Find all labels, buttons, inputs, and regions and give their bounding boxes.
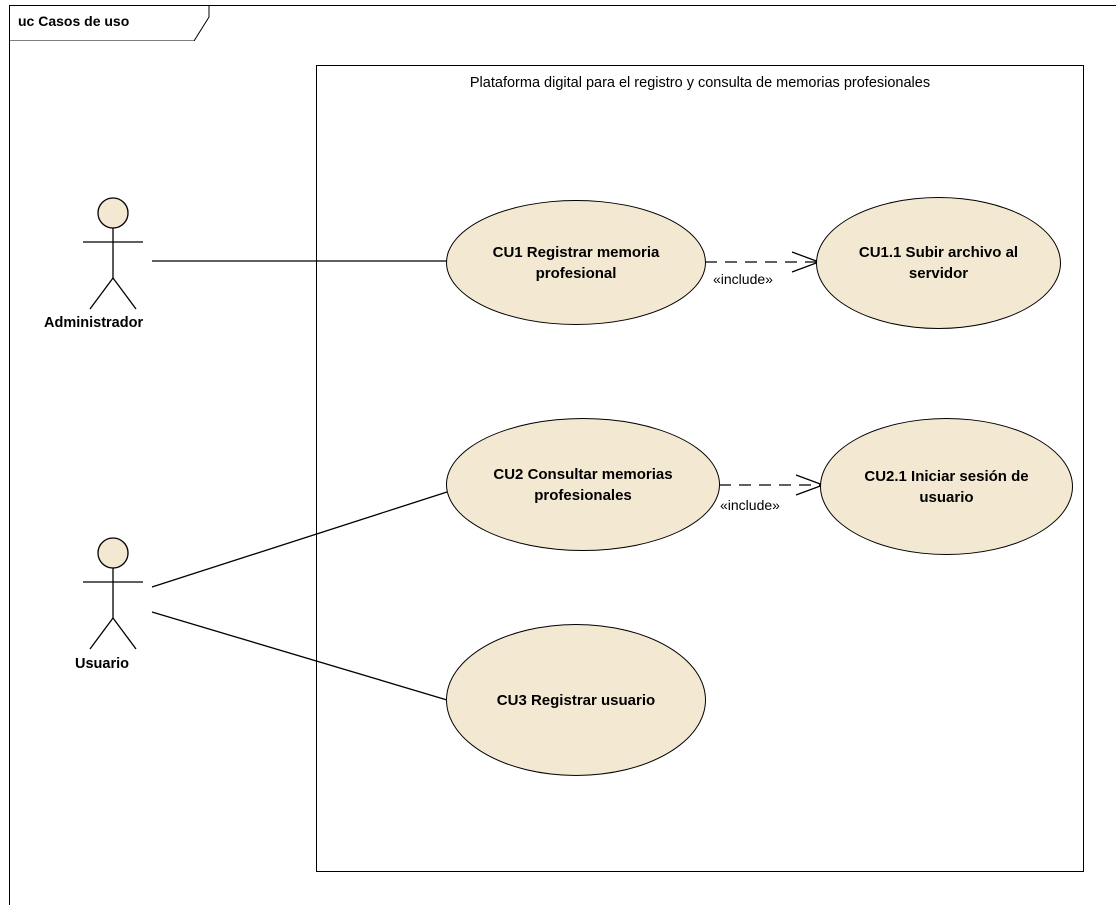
usecase-cu3-label: CU3 Registrar usuario xyxy=(496,691,656,709)
usecase-cu1-label: CU1 Registrar memoria profesional xyxy=(492,243,660,282)
include-label-cu1: «include» xyxy=(713,271,773,287)
usecase-cu2[interactable]: CU2 Consultar memorias profesionales xyxy=(446,418,720,551)
actor-usuario-label: Usuario xyxy=(75,656,129,672)
usecase-cu2-1[interactable]: CU2.1 Iniciar sesión de usuario xyxy=(820,418,1073,555)
system-boundary: Plataforma digital para el registro y co… xyxy=(316,65,1084,872)
usecase-cu2-label: CU2 Consultar memorias profesionales xyxy=(493,465,673,504)
include-label-cu2: «include» xyxy=(720,497,780,513)
usecase-cu3[interactable]: CU3 Registrar usuario xyxy=(446,624,706,776)
association-usuario-cu2 xyxy=(151,491,448,588)
system-title: Plataforma digital para el registro y co… xyxy=(469,75,931,91)
actor-usuario-figure xyxy=(83,537,143,650)
actor-administrador-figure xyxy=(83,197,143,310)
frame-tab xyxy=(9,5,210,41)
association-usuario-cu3 xyxy=(151,611,448,701)
usecase-cu1-1-label: CU1.1 Subir archivo al servidor xyxy=(858,244,1019,282)
usecase-cu2-1-label: CU2.1 Iniciar sesión de usuario xyxy=(864,467,1029,506)
actor-administrador-label: Administrador xyxy=(44,315,144,331)
usecase-cu1-1[interactable]: CU1.1 Subir archivo al servidor xyxy=(816,197,1061,329)
frame-label: uc Casos de uso xyxy=(18,13,130,29)
diagram-frame xyxy=(9,5,1116,905)
usecase-cu1[interactable]: CU1 Registrar memoria profesional xyxy=(446,200,706,325)
